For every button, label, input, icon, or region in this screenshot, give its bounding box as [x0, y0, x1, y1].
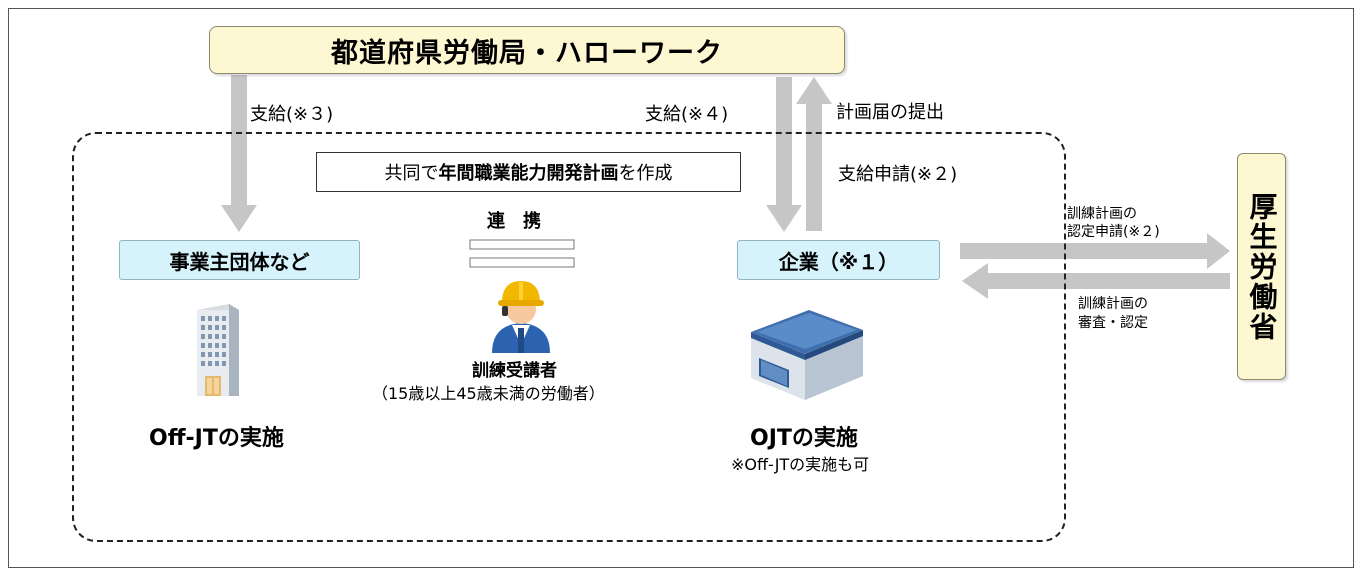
arrow-training-review: [962, 263, 1230, 299]
arrow-training-apply: [960, 233, 1230, 269]
label-pay-apply: 支給申請(※２): [838, 164, 958, 185]
factory-building-icon: [751, 310, 863, 400]
joint-plan-prefix: 共同で: [384, 163, 439, 184]
ojt-label: OJTの実施: [750, 426, 858, 451]
office-building-icon: [197, 304, 239, 396]
joint-plan-box: 共同で年間職業能力開発計画を作成: [316, 152, 741, 192]
ojt-note: ※Off-JTの実施も可: [731, 455, 870, 474]
label-pay4: 支給(※４): [645, 104, 729, 125]
offjt-label: Off-JTの実施: [149, 426, 284, 451]
prefectural-labor-bureau-box: 都道府県労働局・ハローワーク: [209, 26, 845, 74]
joint-plan-bold: 年間職業能力開発計画: [438, 163, 619, 184]
arrow-pay4: [766, 77, 802, 232]
joint-plan-suffix: を作成: [618, 163, 673, 184]
mhlw-box: 厚生労働省: [1237, 153, 1286, 380]
label-pay3: 支給(※３): [250, 104, 334, 125]
trainee-note: （15歳以上45歳未満の労働者）: [372, 384, 605, 403]
arrow-plan-submit: [796, 77, 832, 231]
arrow-pay3: [221, 75, 257, 232]
training-apply-line1: 訓練計画の: [1067, 206, 1137, 222]
renkei-label: 連 携: [487, 211, 541, 232]
arrows-layer: [221, 75, 1230, 299]
label-plan-submit: 計画届の提出: [836, 102, 944, 123]
training-review-line1: 訓練計画の: [1078, 296, 1148, 312]
training-apply-line2: 認定申請(※２): [1067, 224, 1160, 240]
renkei-lines: [469, 239, 575, 268]
training-review-line2: 審査・認定: [1078, 315, 1148, 331]
company-box: 企業（※１）: [737, 240, 940, 280]
worker-helmet-icon: [492, 281, 550, 353]
business-org-box: 事業主団体など: [119, 240, 360, 280]
trainee-title: 訓練受講者: [472, 361, 557, 381]
partnership-dashed-area: [72, 132, 1066, 542]
